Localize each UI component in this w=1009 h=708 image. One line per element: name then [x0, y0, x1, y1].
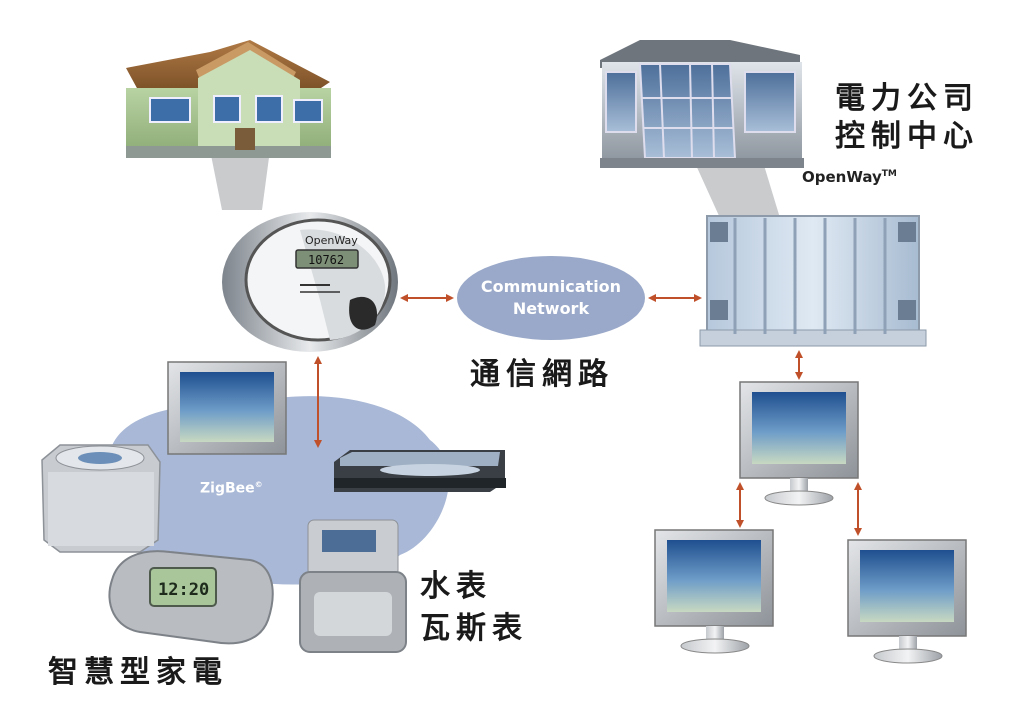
- house-icon: [126, 40, 331, 158]
- utility-line-2: 控制中心: [835, 119, 979, 154]
- gas-meter-icon: [299, 519, 407, 653]
- communication-network-ellipse: [457, 256, 645, 340]
- thermostat-display-time: 12:20: [158, 580, 209, 600]
- server-rack-icon: [699, 215, 927, 347]
- utility-control-center-label: 電力公司 控制中心: [835, 80, 979, 156]
- zigbee-label: ZigBee©: [200, 480, 263, 497]
- openway-brand-text: OpenWay: [802, 168, 882, 186]
- registered-mark: ©: [254, 480, 263, 489]
- washing-machine-icon: [41, 444, 161, 553]
- meter-display-reading: 10762: [308, 253, 344, 267]
- monitor-bottom-left-icon: [654, 529, 774, 654]
- meter-face-brand: OpenWay: [305, 234, 358, 247]
- gas-meter-label: 瓦斯表: [420, 611, 528, 646]
- control-center-callout: [690, 152, 780, 218]
- utility-line-1: 電力公司: [835, 81, 979, 116]
- monitor-top-icon: [739, 381, 859, 506]
- thermostat-icon: [108, 550, 274, 645]
- monitor-bottom-right-icon: [847, 539, 967, 664]
- smart-meter-icon: [222, 212, 398, 352]
- smart-appliances-label: 智慧型家電: [48, 655, 228, 690]
- zigbee-text: ZigBee: [200, 480, 255, 497]
- comm-network-line-1: Communication: [480, 277, 622, 296]
- control-center-building-icon: [600, 40, 804, 168]
- openway-label: OpenWayTM: [802, 168, 897, 186]
- house-callout: [210, 150, 270, 210]
- communication-network-zh-label: 通信網路: [470, 357, 614, 392]
- trademark-mark: TM: [881, 169, 897, 179]
- comm-network-line-2: Network: [512, 299, 590, 318]
- home-display-icon: [167, 361, 287, 455]
- communication-network-label: Communication Network: [471, 276, 631, 320]
- water-meter-label: 水表: [420, 569, 492, 604]
- set-top-box-icon: [334, 450, 506, 492]
